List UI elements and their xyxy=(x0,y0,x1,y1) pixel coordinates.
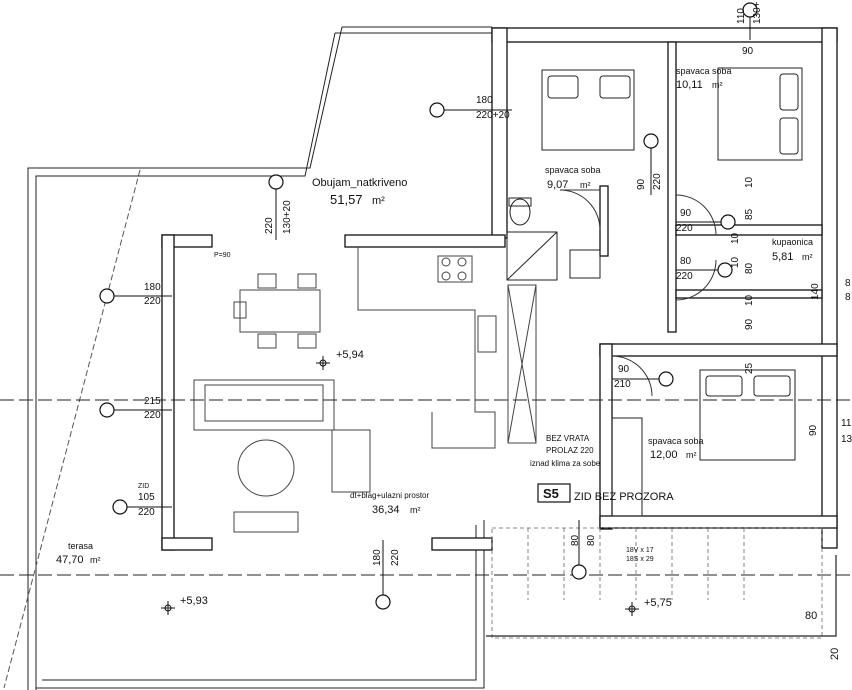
section-tag-box xyxy=(537,483,571,503)
dim-90: 90 xyxy=(744,318,755,330)
dim-10d: 10 xyxy=(744,294,755,306)
room-dnevni-unit: m² xyxy=(410,505,421,515)
level-stair: +5,75 xyxy=(644,597,672,609)
section-note: ZID BEZ PROZORA xyxy=(574,491,674,503)
opening-6-width: 180 xyxy=(372,549,383,566)
edge-dim-8a: 8 xyxy=(845,278,851,289)
room-obujam-area: 51,57 xyxy=(330,192,363,207)
note-klima: iznad klima za sobe xyxy=(530,459,601,468)
stairs xyxy=(491,527,823,639)
terrace-slope-line xyxy=(3,169,141,689)
opening-3-width: 180 xyxy=(144,282,161,293)
opening-6-height: 220 xyxy=(390,549,401,566)
dim-10c: 10 xyxy=(730,256,741,268)
beds xyxy=(541,67,803,517)
bathroom-block xyxy=(506,197,601,281)
note-bez-vrata: BEZ VRATA xyxy=(546,434,590,443)
walls xyxy=(161,27,838,551)
top-dim-a: 110 xyxy=(736,8,747,24)
corner-dim-20: 20 xyxy=(829,648,841,660)
note-prolaz: PROLAZ 220 xyxy=(546,446,594,455)
opening-7-width: 90 xyxy=(680,208,692,219)
range-label: P=90 xyxy=(214,252,231,259)
dim-80: 80 xyxy=(744,262,755,274)
room-obujam-unit: m² xyxy=(372,195,385,207)
opening-3-height: 220 xyxy=(144,296,161,307)
level-main: +5,94 xyxy=(336,349,364,361)
opening-9-width: 80 xyxy=(680,256,692,267)
zid-label: ZID xyxy=(138,483,149,490)
top-dim-b: 130+ xyxy=(752,1,763,24)
opening-11-height: 80 xyxy=(586,534,597,546)
room-obujam-name: Obujam_natkriveno xyxy=(312,177,407,189)
opening-8-height: 220 xyxy=(652,173,663,190)
level-terrace: +5,93 xyxy=(180,595,208,607)
leader-lines xyxy=(114,17,751,595)
edge-dim-11: 11 xyxy=(841,418,852,429)
edge-dim-8b: 8 xyxy=(845,292,851,303)
opening-8-width: 90 xyxy=(636,178,647,190)
opening-7-height: 220 xyxy=(676,223,693,234)
opening-1-width: 180 xyxy=(476,95,493,106)
room-terasa-area: 47,70 xyxy=(56,554,84,566)
opening-10-width: 90 xyxy=(618,364,630,375)
room-terasa-name: terasa xyxy=(68,541,93,551)
room-dnevni-area: 36,34 xyxy=(372,504,400,516)
top-dim-c: 90 xyxy=(742,46,754,57)
level-markers xyxy=(161,356,639,616)
room-spavaca2-name: spavaca soba xyxy=(676,66,732,76)
terrace-outline xyxy=(27,26,492,690)
room-spavaca1-area: 9,07 xyxy=(547,179,568,191)
door-swings xyxy=(559,189,717,397)
room-spavaca3-name: spavaca soba xyxy=(648,436,704,446)
opening-4-width: 215 xyxy=(144,396,161,407)
corner-dim-80: 80 xyxy=(805,610,817,622)
room-spavaca1-name: spavaca soba xyxy=(545,165,601,175)
dim-140: 140 xyxy=(810,283,821,300)
edge-dim-90: 90 xyxy=(808,424,819,436)
room-spavaca2-unit: m² xyxy=(712,80,723,90)
opening-2-width: 220 xyxy=(264,217,275,234)
opening-5-height: 220 xyxy=(138,507,155,518)
room-spavaca3-unit: m² xyxy=(686,450,697,460)
room-dnevni-name: dt+blag+ulazni prostor xyxy=(350,491,430,500)
room-kupaonica-area: 5,81 xyxy=(772,251,793,263)
opening-10-height: 210 xyxy=(614,379,631,390)
stair-outline xyxy=(486,555,837,637)
dim-25: 25 xyxy=(744,362,755,374)
opening-11-width: 80 xyxy=(570,534,581,546)
section-tag-label: S5 xyxy=(543,486,559,501)
section-lines xyxy=(0,399,852,576)
room-kupaonica-name: kupaonica xyxy=(772,237,813,247)
opening-2-height: 130+20 xyxy=(282,200,293,234)
room-spavaca2-area: 10,11 xyxy=(676,79,703,91)
room-terasa-unit: m² xyxy=(90,555,101,565)
room-spavaca1-unit: m² xyxy=(580,180,591,190)
dim-10a: 10 xyxy=(744,176,755,188)
opening-9-height: 220 xyxy=(676,271,693,282)
dim-85: 85 xyxy=(744,208,755,220)
opening-1-height: 220+20 xyxy=(476,110,510,121)
room-kupaonica-unit: m² xyxy=(802,252,813,262)
opening-4-height: 220 xyxy=(144,410,161,421)
room-spavaca3-area: 12,00 xyxy=(650,449,678,461)
stair-spec-2: 18S x 29 xyxy=(626,556,654,563)
stair-spec-1: 18V x 17 xyxy=(626,547,654,554)
living-furniture xyxy=(193,247,537,533)
dim-10b: 10 xyxy=(730,232,741,244)
edge-dim-13: 13 xyxy=(841,434,852,445)
opening-5-width: 105 xyxy=(138,492,155,503)
